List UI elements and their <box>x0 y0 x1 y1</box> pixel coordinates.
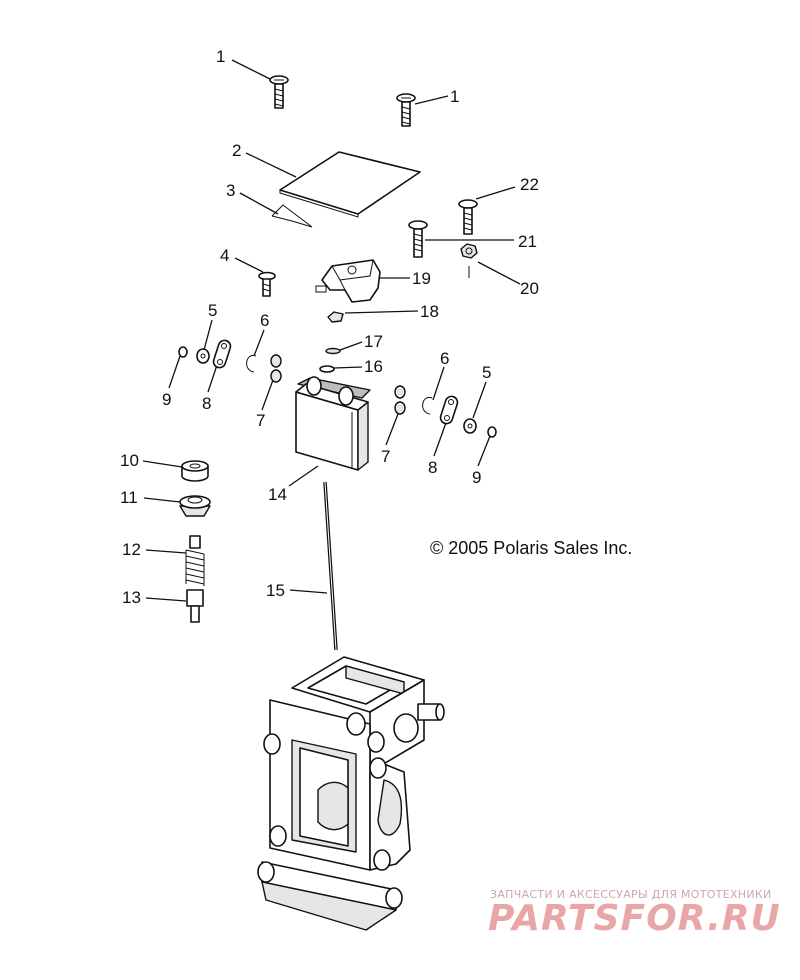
carburetor-body <box>257 656 445 931</box>
ring-9-right <box>487 426 497 438</box>
callout-15: 15 <box>266 581 285 600</box>
needle-13 <box>186 589 204 623</box>
screw-22 <box>458 199 478 235</box>
callout-20: 20 <box>520 279 539 298</box>
washer-5-left <box>196 348 210 364</box>
pin-17 <box>325 347 341 355</box>
callout-1-right: 1 <box>450 87 459 106</box>
callout-1-left: 1 <box>216 47 225 66</box>
bracket-19 <box>315 259 381 303</box>
washer-5-right <box>463 418 477 434</box>
callout-9-right: 9 <box>472 468 481 487</box>
spring-12 <box>185 535 205 586</box>
callout-6-left: 6 <box>260 311 269 330</box>
bushing-10 <box>181 460 209 482</box>
callout-5-right: 5 <box>482 363 491 382</box>
callout-21: 21 <box>518 232 537 251</box>
callout-2: 2 <box>232 141 241 160</box>
nut-20 <box>460 243 478 278</box>
callout-18: 18 <box>420 302 439 321</box>
callout-6-right: 6 <box>440 349 449 368</box>
screw-1-left <box>269 75 289 109</box>
watermark-tagline: ЗАПЧАСТИ И АКСЕССУАРЫ ДЛЯ МОТОТЕХНИКИ <box>490 888 772 901</box>
nut-11 <box>179 495 211 517</box>
callout-16: 16 <box>364 357 383 376</box>
leader-lines <box>142 59 521 602</box>
callout-19: 19 <box>412 269 431 288</box>
link-8-left <box>212 339 232 369</box>
callout-8-left: 8 <box>202 394 211 413</box>
screw-21 <box>408 220 428 258</box>
gasket-3 <box>271 204 313 228</box>
clip-18 <box>327 311 344 323</box>
rod-15 <box>323 481 338 651</box>
clip-6-left <box>246 354 257 373</box>
callout-7-right: 7 <box>381 447 390 466</box>
block-assembly-14 <box>295 376 371 471</box>
callout-9-left: 9 <box>162 390 171 409</box>
bushing-7-right <box>394 385 406 415</box>
callout-22: 22 <box>520 175 539 194</box>
watermark-logo: PARTSFOR.RU <box>488 898 781 939</box>
bushing-7-left <box>270 354 282 383</box>
callout-11: 11 <box>120 488 138 507</box>
clip-6-right <box>422 396 433 415</box>
screw-1-right <box>396 93 416 127</box>
callout-14: 14 <box>268 485 287 504</box>
callout-10: 10 <box>120 451 139 470</box>
callout-4: 4 <box>220 246 229 265</box>
callout-5-left: 5 <box>208 301 217 320</box>
copyright-notice: © 2005 Polaris Sales Inc. <box>430 538 633 558</box>
cover-plate-2 <box>279 151 421 218</box>
callout-17: 17 <box>364 332 383 351</box>
callout-8-right: 8 <box>428 458 437 477</box>
washer-16 <box>319 365 335 373</box>
screw-4 <box>258 271 276 297</box>
ring-9-left <box>178 346 188 358</box>
callout-12: 12 <box>122 540 141 559</box>
callout-labels: 1 1 2 3 22 21 4 19 20 18 5 6 17 16 6 5 9… <box>120 47 539 607</box>
callout-13: 13 <box>122 588 141 607</box>
callout-7-left: 7 <box>256 411 265 430</box>
link-8-right <box>439 395 459 425</box>
callout-3: 3 <box>226 181 235 200</box>
